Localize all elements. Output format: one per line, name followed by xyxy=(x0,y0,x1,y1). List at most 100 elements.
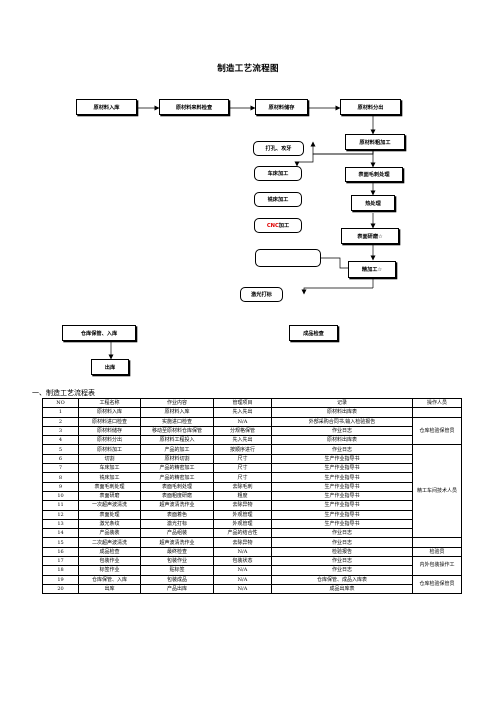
cnc-label-prefix: CNC xyxy=(266,222,279,229)
section-title: 一、制造工艺流程表 xyxy=(32,389,95,397)
cell-no: 10 xyxy=(42,490,79,502)
cell-record: 生产作业指导书 xyxy=(271,472,413,483)
cell-record: 作业日志 xyxy=(271,537,413,548)
cell-no: 6 xyxy=(42,453,79,465)
cell-no: 8 xyxy=(42,472,79,483)
cell-control-item: 包装状态 xyxy=(213,556,272,567)
cell-operator-inspector: 检验员 xyxy=(412,546,462,558)
flow-box-drilling-tapping: 打孔、攻牙 xyxy=(253,141,304,156)
cell-operator-warehouse-keeper: 仓库检验保管员 xyxy=(412,574,462,595)
cell-process-name: 切割 xyxy=(78,453,141,465)
cell-no: 17 xyxy=(42,556,79,567)
process-table: NO 工程名称 作业内容 管理项目 记录 操作人员 1 原材料入库 原材料入库 … xyxy=(42,397,462,595)
cell-operator-workshop-tech: 精工车间技术人员 xyxy=(412,444,462,539)
cnc-label-suffix: 加工 xyxy=(278,223,290,229)
cell-work-content: 产品的精密加工 xyxy=(140,472,214,483)
cell-operator-warehouse-inspection: 仓库检验保管员 xyxy=(412,416,462,446)
table-row: 2 原材料进口检查 实施进口检查 N/A 外部采购合同书,输入检验报告 仓库检验… xyxy=(42,416,462,446)
cell-control-item: 尺寸 xyxy=(213,453,272,465)
cell-record: 作业日志 xyxy=(271,528,413,539)
flow-box-lathe: 车床加工 xyxy=(254,166,302,181)
table-row: 8 铣床加工 产品的精密加工 尺寸 生产作业指导书 xyxy=(42,472,462,483)
cell-work-content: 原材料工程投入 xyxy=(140,435,214,446)
cell-control-item: 外观管理 xyxy=(213,509,272,520)
cell-control-item: 按顺序进行 xyxy=(213,444,272,455)
cell-work-content: 移动至原材料仓库保管 xyxy=(140,425,214,437)
cell-work-content: 超声波清洗作业 xyxy=(140,537,214,548)
cell-work-content: 产品的精密加工 xyxy=(140,463,214,474)
cell-no: 19 xyxy=(42,574,79,585)
cell-record: 生产作业指导书 xyxy=(271,490,413,502)
cell-control-item: N/A xyxy=(213,416,272,427)
cell-work-content: 表面着色 xyxy=(140,509,214,520)
cell-no: 16 xyxy=(42,546,79,558)
table-row: 14 产品装裝 产品组装 产品的结合性 作业日志 xyxy=(42,528,462,539)
flow-box-raw-material-storage: 原材料储存 xyxy=(255,99,308,115)
cell-work-content: 贴标签 xyxy=(140,565,214,576)
cell-process-name: 成品检查 xyxy=(78,546,141,558)
table-row: 15 二次超声波清洗 超声波清洗作业 去除异物 作业日志 xyxy=(42,537,462,548)
header-no: NO xyxy=(42,397,79,409)
cell-no: 3 xyxy=(42,425,79,437)
table-header-row: NO 工程名称 作业内容 管理项目 记录 操作人员 xyxy=(42,397,462,409)
flow-box-raw-material-dispatch: 原材料分出 xyxy=(340,99,401,115)
cell-record: 作业日志 xyxy=(271,444,413,455)
cell-control-item: 先入先出 xyxy=(213,435,272,446)
table-row: 4 原材料分出 原材料工程投入 先入先出 原材料出库表 xyxy=(42,435,462,446)
cell-work-content: 表面毛刺处理 xyxy=(140,481,214,492)
cell-record: 生产作业指导书 xyxy=(271,463,413,474)
flow-box-heat-treatment: 热处理 xyxy=(351,195,395,211)
cell-process-name: 产品装裝 xyxy=(78,528,141,539)
header-control-item: 管理项目 xyxy=(213,397,272,409)
cell-record: 作业日志 xyxy=(271,565,413,576)
cell-control-item: 尺寸 xyxy=(213,472,272,483)
cell-control-item: 粗度 xyxy=(213,490,272,502)
cell-operator-empty xyxy=(412,407,462,418)
cell-record: 作业日志 xyxy=(271,425,413,437)
arrow-finish-to-laser xyxy=(301,287,373,295)
cell-no: 12 xyxy=(42,509,79,520)
flow-box-cnc: CNC 加工 xyxy=(254,218,302,233)
table-row: 3 原材料储存 移动至原材料仓库保管 分规格保管 作业日志 xyxy=(42,425,462,437)
cell-process-name: 表面研磨 xyxy=(78,490,141,502)
flow-box-warehouse-storage: 仓库保管、入库 xyxy=(62,325,136,341)
table-row: 9 表面毛刺处理 表面毛刺处理 去除毛刺 生产作业指导书 xyxy=(42,481,462,492)
cell-control-item: 外观管理 xyxy=(213,518,272,530)
cell-record: 成品出库表 xyxy=(271,583,413,595)
cell-no: 4 xyxy=(42,435,79,446)
cell-operator-packer: 内外包装操作工 xyxy=(412,556,462,576)
cell-record: 作业日志 xyxy=(271,556,413,567)
header-work-content: 作业内容 xyxy=(140,397,214,409)
cell-no: 15 xyxy=(42,537,79,548)
cell-process-name: 出库 xyxy=(78,583,141,595)
cell-no: 5 xyxy=(42,444,79,455)
table-row: 11 一次超声波清洗 超声波清洗作业 去除异物 生产作业指导书 xyxy=(42,500,462,511)
cell-record: 仓库保管、成品入库表 xyxy=(271,574,413,585)
cell-process-name: 铣床加工 xyxy=(78,472,141,483)
cell-work-content: 包装作业 xyxy=(140,556,214,567)
cell-record: 原材料出库表 xyxy=(271,407,413,418)
cell-process-name: 标签作业 xyxy=(78,565,141,576)
table-row: 1 原材料入库 原材料入库 先入先出 原材料出库表 xyxy=(42,407,462,418)
cell-work-content: 超声波清洗作业 xyxy=(140,500,214,511)
table-row: 19 仓库保管、入库 包装成品 N/A 仓库保管、成品入库表 仓库检验保管员 xyxy=(42,574,462,595)
flow-box-deburring: 表面毛刺处理 xyxy=(345,167,403,182)
cell-record: 生产作业指导书 xyxy=(271,453,413,465)
cell-control-item: 尺寸 xyxy=(213,463,272,474)
cell-no: 7 xyxy=(42,463,79,474)
table-row: 6 切割 原材料切割 尺寸 生产作业指导书 xyxy=(42,453,462,465)
cell-work-content: 产品出库 xyxy=(140,583,214,595)
cell-process-name: 原材料加工 xyxy=(78,444,141,455)
cell-process-name: 原材料进口检查 xyxy=(78,416,141,427)
cell-control-item: 产品的结合性 xyxy=(213,528,272,539)
cell-work-content: 产品的加工 xyxy=(140,444,214,455)
table-row: 10 表面研磨 表面粗度研磨 粗度 生产作业指导书 xyxy=(42,490,462,502)
table-row: 7 车床加工 产品的精密加工 尺寸 生产作业指导书 xyxy=(42,463,462,474)
flow-box-milling: 铣床加工 xyxy=(254,192,302,207)
cell-process-name: 激光条纹 xyxy=(78,518,141,530)
cell-work-content: 包装成品 xyxy=(140,574,214,585)
cell-no: 11 xyxy=(42,500,79,511)
arrow-rough-to-lathe xyxy=(294,150,374,167)
cell-process-name: 表面毛刺处理 xyxy=(78,481,141,492)
cell-no: 13 xyxy=(42,518,79,530)
